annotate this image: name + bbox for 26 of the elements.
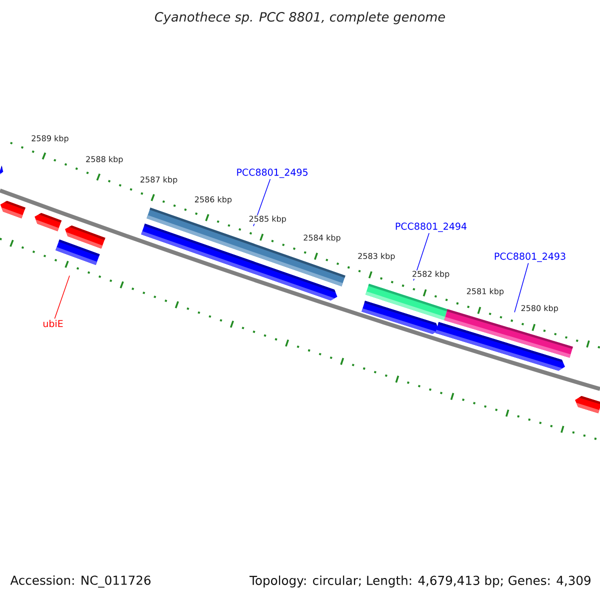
tick-label: 2584 kbp xyxy=(302,234,342,243)
gene-bar xyxy=(56,240,100,265)
tick-label: 2586 kbp xyxy=(194,196,232,204)
gene-label: PCC8801_2493 xyxy=(494,252,566,262)
tick-label: 2581 kbp xyxy=(466,288,504,296)
gene-bar xyxy=(575,396,600,414)
leader-line xyxy=(54,275,70,319)
title: Cyanothece sp. PCC 8801, complete genome xyxy=(155,12,445,24)
tick-label: 2588 kbp xyxy=(85,156,124,164)
gene-bar xyxy=(435,322,565,371)
tick-label: 2583 kbp xyxy=(357,252,396,261)
gene-bar xyxy=(0,166,4,176)
footer-text: Accession: NC_011726 xyxy=(10,575,150,588)
gene-label: ubiE xyxy=(43,320,63,328)
gene-label: PCC8801_2494 xyxy=(396,222,466,232)
footer-text: Topology: circular; Length: 4,679,413 bp; Genes: 4,309 xyxy=(250,576,590,588)
leader-line xyxy=(514,262,529,313)
tick-label: 2582 kbp xyxy=(412,270,450,279)
gene-bar xyxy=(34,212,62,232)
gene-bar xyxy=(362,300,439,334)
tick-label: 2585 kbp xyxy=(248,215,287,224)
tick-label: 2589 kbp xyxy=(30,134,70,144)
tick-label: 2580 kbp xyxy=(520,304,559,314)
gene-label: PCC8801_2495 xyxy=(237,168,308,178)
gene-bar xyxy=(0,200,26,218)
tick-label: 2587 kbp xyxy=(140,176,178,184)
